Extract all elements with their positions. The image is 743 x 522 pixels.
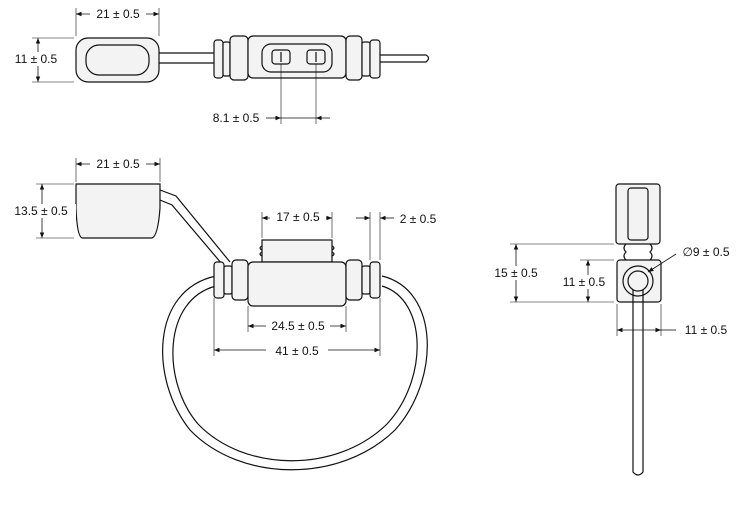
collar-width-label: 2 ± 0.5 [400,212,437,226]
side-view: 15 ± 0.5 11 ± 0.5 ∅9 ± 0.5 11 ± 0.5 [488,183,730,476]
top-view: 21 ± 0.5 11 ± 0.5 8.1 ± 0.5 [6,6,430,125]
body-width-label: 24.5 ± 0.5 [271,319,325,333]
side-body-width-label: 11 ± 0.5 [685,323,728,337]
top-cap-height-label: 11 ± 0.5 [15,52,58,66]
side-body-height-label: 11 ± 0.5 [563,275,606,289]
side-cap [615,183,661,245]
side-overall-height-label: 15 ± 0.5 [494,266,538,280]
fuse-thread [261,239,333,263]
wire-ring [622,265,654,297]
overall-width-label: 41 ± 0.5 [275,344,319,358]
slot-spacing-label: 8.1 ± 0.5 [213,111,260,125]
top-cap-inner [85,44,150,76]
front-cap [75,183,161,239]
top-cap [75,37,160,83]
front-cap-height-label: 13.5 ± 0.5 [14,204,68,218]
fuse-width-label: 17 ± 0.5 [276,210,320,224]
front-cap-width-label: 21 ± 0.5 [96,157,140,171]
wire-loop [162,275,428,471]
top-cap-width-label: 21 ± 0.5 [96,7,140,21]
front-fuse-body [247,261,347,307]
wire-diameter-label: ∅9 ± 0.5 [682,245,729,259]
front-view: 21 ± 0.5 13.5 ± 0.5 17 ± 0.5 2 ± 0.5 24.… [6,156,437,471]
